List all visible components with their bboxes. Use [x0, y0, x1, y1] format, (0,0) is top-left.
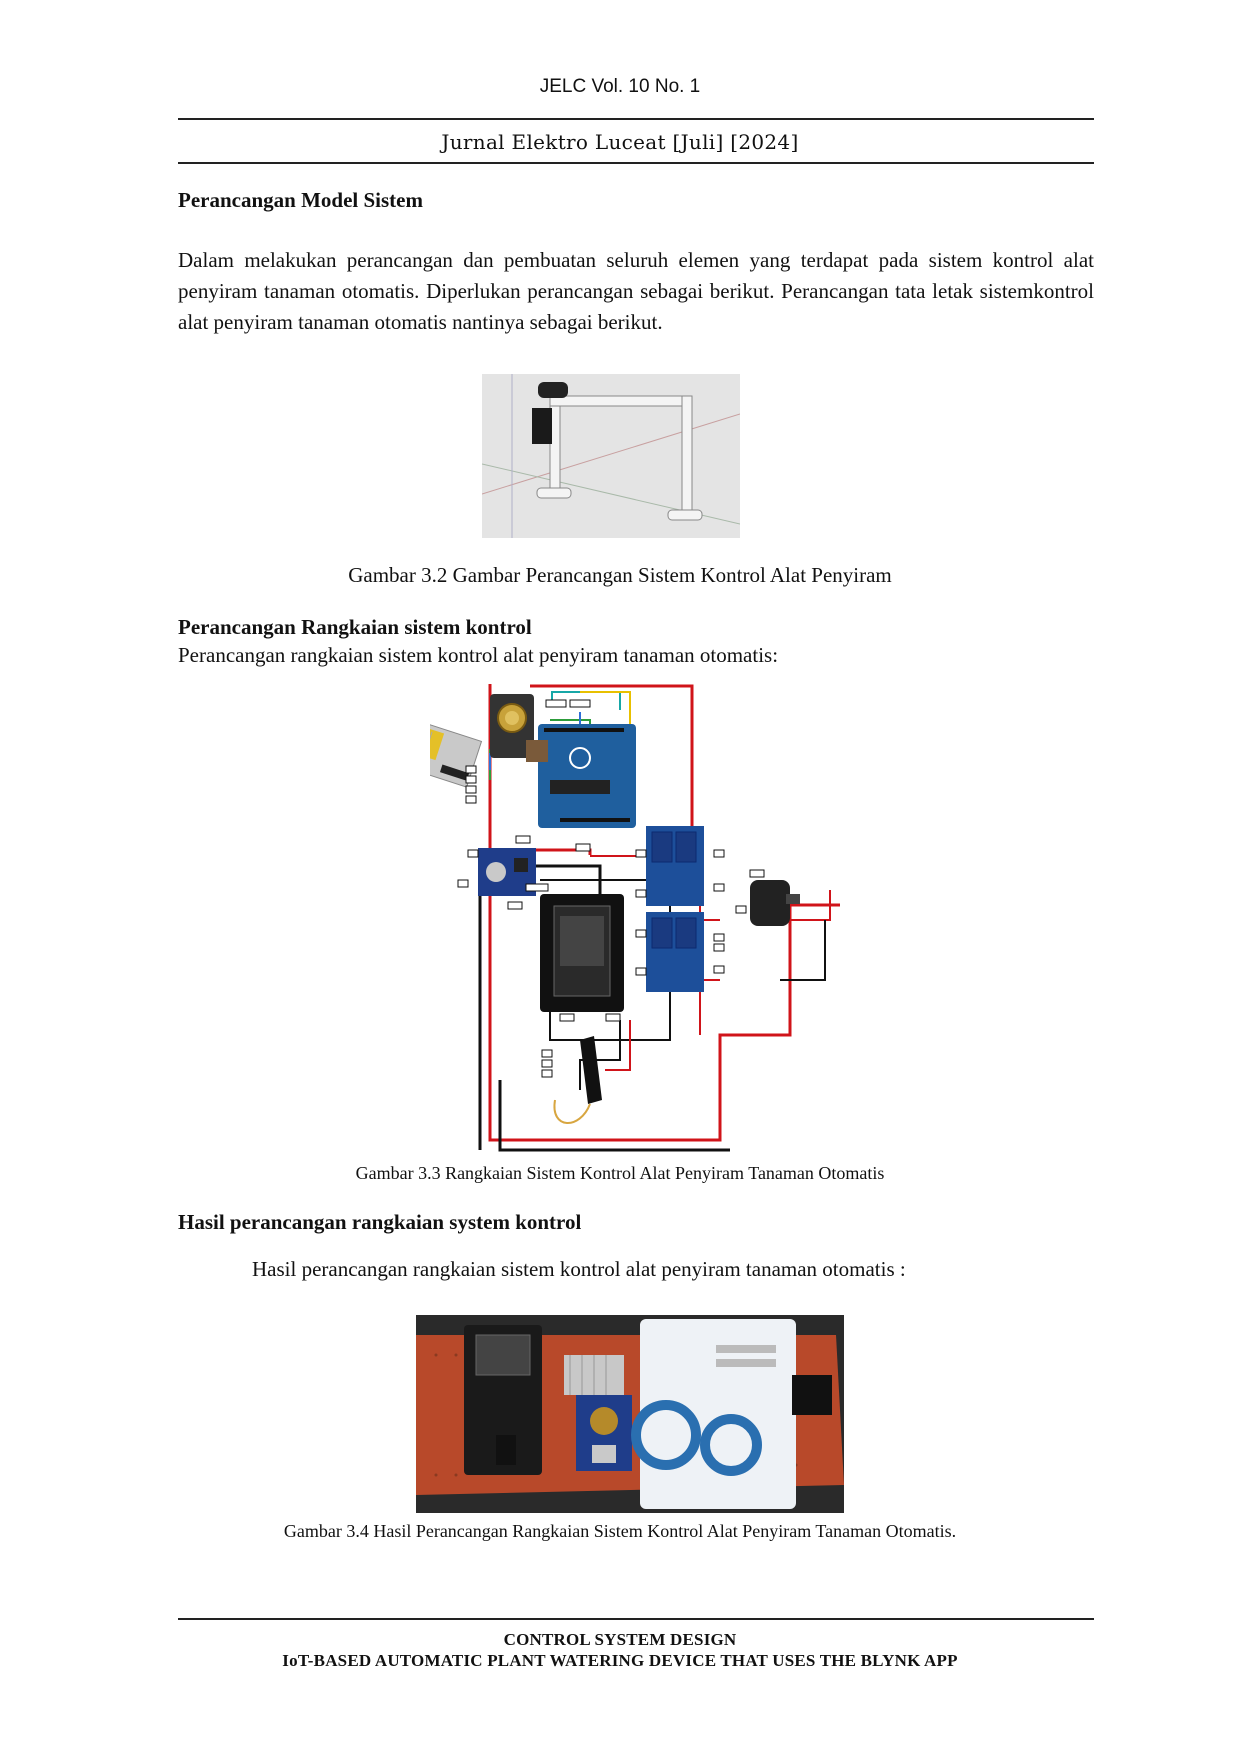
header-rule-top: [178, 118, 1094, 120]
footer-title-line2: IoT-BASED AUTOMATIC PLANT WATERING DEVIC…: [282, 1651, 958, 1670]
figure-caption-3-2: Gambar 3.2 Gambar Perancangan Sistem Kon…: [348, 563, 892, 587]
header-rule-bottom: [178, 162, 1094, 164]
figure-result-photo: [416, 1315, 844, 1513]
journal-volume: JELC Vol. 10 No. 1: [539, 76, 701, 97]
figure-caption-3-4: Gambar 3.4 Hasil Perancangan Rangkaian S…: [283, 1521, 957, 1541]
footer-rule: [178, 1618, 1094, 1620]
section-intro-result: Hasil perancangan rangkaian sistem kontr…: [252, 1257, 906, 1281]
footer-title-line1: CONTROL SYSTEM DESIGN: [503, 1630, 737, 1649]
journal-name: Jurnal Elektro Luceat [Juli] [2024]: [441, 130, 799, 154]
section-heading-circuit: Perancangan Rangkaian sistem kontrol: [178, 615, 532, 639]
section-heading-result: Hasil perancangan rangkaian system kontr…: [178, 1210, 582, 1234]
section-intro-circuit: Perancangan rangkaian sistem kontrol ala…: [178, 643, 779, 667]
section-heading-model: Perancangan Model Sistem: [178, 188, 423, 212]
section-paragraph-model: Dalam melakukan perancangan dan pembuata…: [178, 248, 1094, 334]
figure-caption-3-3: Gambar 3.3 Rangkaian Sistem Kontrol Alat…: [355, 1163, 885, 1183]
figure-circuit-diagram: [430, 680, 890, 1156]
figure-model-3d: [482, 374, 740, 538]
